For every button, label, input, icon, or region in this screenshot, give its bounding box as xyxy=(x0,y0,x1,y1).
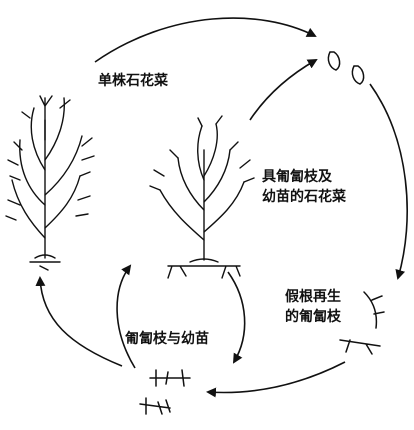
arrow-inner-left-up xyxy=(116,264,136,369)
single-plant-illustration xyxy=(5,95,95,271)
label-regenerated-line2: 的匍匐枝 xyxy=(285,309,341,325)
label-plant-with-stolons-line2: 幼苗的石花菜 xyxy=(262,189,346,205)
arrow-top-to-spores xyxy=(94,17,317,63)
regenerated-stolon-illustration xyxy=(339,291,385,355)
label-stolons-seedlings: 匍匐枝与幼苗 xyxy=(125,331,209,347)
label-plant-with-stolons-line1: 具匍匐枝及 xyxy=(262,169,332,185)
label-single-plant: 单株石花菜 xyxy=(98,73,168,89)
spores-illustration xyxy=(327,51,365,85)
plant-with-stolons-illustration xyxy=(149,115,255,279)
arrow-center-to-spores xyxy=(249,59,318,121)
arrow-bottom-right-to-bottom xyxy=(206,361,346,398)
label-regenerated-line1: 假根再生 xyxy=(285,289,341,305)
stolons-seedlings-illustration xyxy=(139,369,191,415)
arrow-right-down xyxy=(369,83,408,280)
arrow-inner-right-down xyxy=(227,271,246,364)
arrow-left-up xyxy=(35,276,123,367)
cycle-arrows xyxy=(35,17,408,398)
